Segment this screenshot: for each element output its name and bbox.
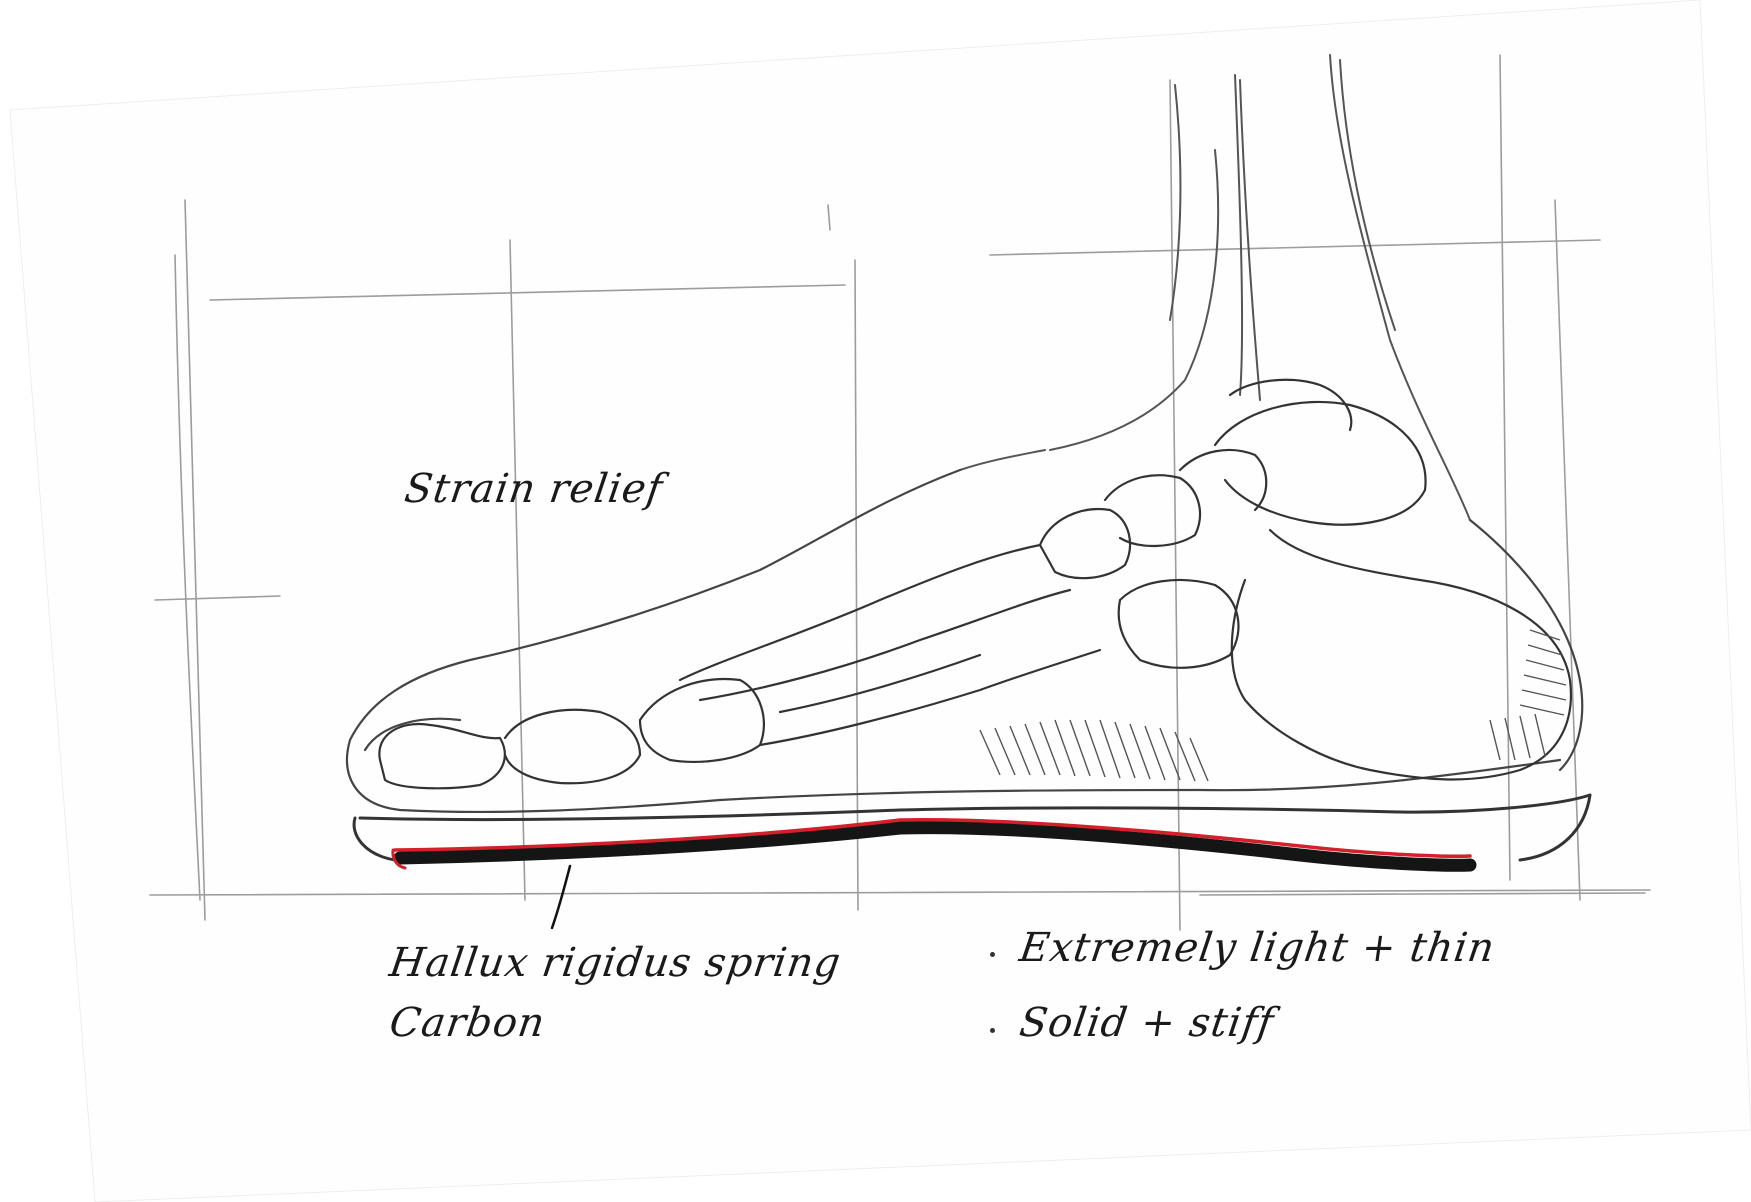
- spring-label-line1: Hallux rigidus spring: [387, 940, 844, 986]
- strain-relief-label: Strain relief: [402, 466, 666, 512]
- feature-bullet-2: [990, 1028, 995, 1033]
- feature-1-label: Extremely light + thin: [1017, 925, 1498, 971]
- feature-2-label: Solid + stiff: [1017, 1000, 1277, 1046]
- feature-bullet-1: [990, 952, 995, 957]
- spring-label-line2: Carbon: [387, 1000, 548, 1046]
- paper-sheet: [10, 0, 1751, 1202]
